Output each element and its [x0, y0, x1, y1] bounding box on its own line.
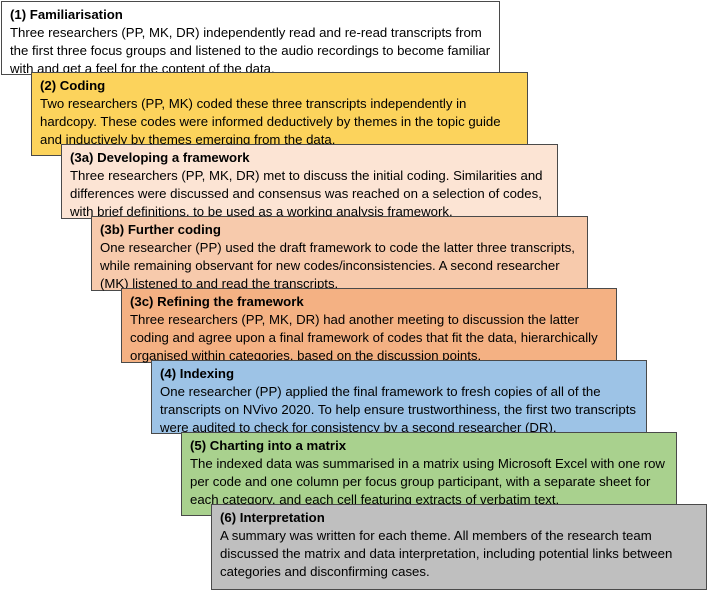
step-description: One researcher (PP) used the draft frame…	[100, 240, 575, 291]
step-description: Three researchers (PP, MK, DR) independe…	[10, 25, 491, 76]
step-title: (6) Interpretation	[220, 510, 325, 525]
step-title: (2) Coding	[40, 78, 106, 93]
step-developing-framework: (3a) Developing a framework Three resear…	[61, 144, 558, 219]
step-coding: (2) Coding Two researchers (PP, MK) code…	[31, 72, 528, 156]
step-charting-matrix: (5) Charting into a matrix The indexed d…	[181, 432, 677, 516]
step-description: One researcher (PP) applied the final fr…	[160, 384, 636, 435]
step-description: Three researchers (PP, MK, DR) had anoth…	[130, 312, 598, 363]
step-title: (3b) Further coding	[100, 222, 221, 237]
step-further-coding: (3b) Further coding One researcher (PP) …	[91, 216, 588, 291]
step-title: (4) Indexing	[160, 366, 234, 381]
step-title: (1) Familiarisation	[10, 7, 123, 22]
step-indexing: (4) Indexing One researcher (PP) applied…	[151, 360, 647, 435]
step-description: Three researchers (PP, MK, DR) met to di…	[70, 168, 543, 219]
step-title: (3c) Refining the framework	[130, 294, 304, 309]
step-title: (3a) Developing a framework	[70, 150, 250, 165]
step-description: A summary was written for each theme. Al…	[220, 528, 673, 579]
step-refining-framework: (3c) Refining the framework Three resear…	[121, 288, 617, 363]
step-description: Two researchers (PP, MK) coded these thr…	[40, 96, 501, 147]
step-description: The indexed data was summarised in a mat…	[190, 456, 665, 507]
step-familiarisation: (1) Familiarisation Three researchers (P…	[1, 1, 500, 76]
step-title: (5) Charting into a matrix	[190, 438, 347, 453]
step-interpretation: (6) Interpretation A summary was written…	[211, 504, 707, 590]
